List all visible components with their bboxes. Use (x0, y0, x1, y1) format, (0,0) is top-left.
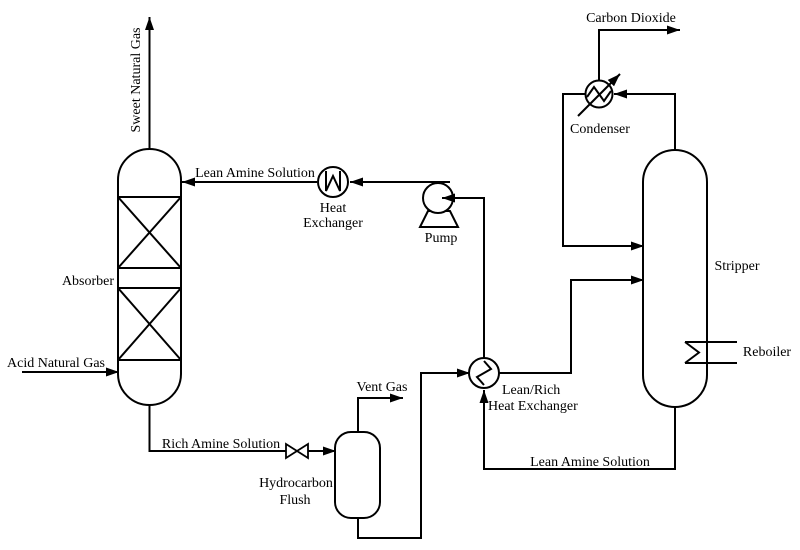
vent-gas-line (357, 393, 403, 433)
absorber-packing-x2 (117, 287, 182, 361)
equipment-label-lean-rich-exchanger-1: Lean/Rich (502, 383, 560, 398)
reboiler-chevron (684, 341, 701, 364)
equipment-label-reboiler: Reboiler (743, 345, 792, 360)
rich-amine-line (148, 404, 286, 452)
equipment-label-lean-rich-exchanger-2: Heat Exchanger (488, 399, 578, 414)
absorber-packing-x1 (117, 196, 182, 269)
stripper-vessel (642, 149, 708, 408)
reboiler-tubes (685, 341, 737, 364)
stream-label-rich-amine: Rich Amine Solution (162, 437, 280, 452)
equipment-label-condenser: Condenser (570, 122, 630, 137)
stream-label-acid-natural-gas: Acid Natural Gas (7, 356, 105, 371)
equipment-label-heat-exchanger-1: Heat (320, 201, 347, 216)
equipment-label-heat-exchanger-2: Exchanger (303, 216, 363, 231)
equipment-label-hydrocarbon-flush-2: Flush (279, 493, 310, 508)
stripper-overhead-line (614, 89, 676, 151)
pump-suction-line (442, 193, 485, 358)
lean-rich-exchanger-symbol (468, 357, 500, 389)
stream-label-vent-gas: Vent Gas (357, 380, 408, 395)
absorber-shell (117, 148, 182, 406)
stream-label-sweet-natural-gas: Sweet Natural Gas (129, 28, 144, 133)
flush-shell (334, 431, 381, 519)
stripper-feed-line (498, 275, 644, 374)
carbon-dioxide-line (598, 25, 680, 81)
heat-exchanger-coil-icon (325, 171, 341, 192)
hydrocarbon-flush-vessel (334, 431, 381, 519)
absorber-vessel (117, 148, 182, 406)
heat-exchanger-body (317, 166, 349, 198)
flush-outlet-line (357, 368, 470, 539)
stripper-shell (642, 149, 708, 408)
condenser-duty-arrow (577, 73, 621, 117)
stream-label-lean-amine-top: Lean Amine Solution (195, 166, 315, 181)
equipment-label-absorber: Absorber (62, 274, 114, 289)
lean-rich-exchanger-coil-icon (475, 360, 493, 386)
reboiler-symbol (684, 341, 737, 364)
equipment-label-hydrocarbon-flush-1: Hydrocarbon (259, 476, 333, 491)
heat-exchanger-symbol (317, 166, 349, 198)
pump-symbol (418, 182, 485, 358)
valve-icon (285, 442, 309, 460)
equipment-label-stripper: Stripper (714, 259, 759, 274)
condenser-symbol (577, 73, 621, 117)
stream-label-carbon-dioxide: Carbon Dioxide (586, 11, 676, 26)
equipment-label-pump: Pump (425, 231, 458, 246)
stream-label-lean-amine-return: Lean Amine Solution (530, 455, 650, 470)
reflux-line (562, 93, 644, 251)
lean-amine-return-line (479, 390, 676, 470)
